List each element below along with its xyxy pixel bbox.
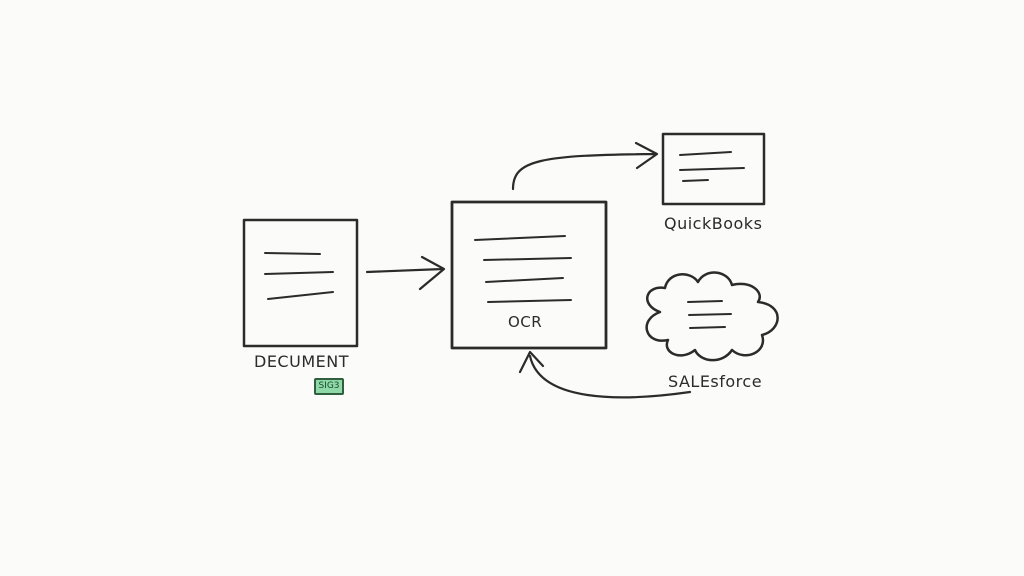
- ocr-label: OCR: [508, 313, 543, 331]
- salesforce-cloud: [645, 271, 779, 362]
- arrow-ocr-to-quickbooks: [511, 141, 659, 191]
- quickbooks-label: QuickBooks: [664, 214, 763, 233]
- ocr-box: [450, 200, 608, 350]
- signature-badge: SIG3: [314, 378, 344, 395]
- document-label: DECUMENT: [254, 352, 349, 371]
- quickbooks-box: [661, 132, 766, 206]
- salesforce-label: SALEsforce: [668, 372, 763, 391]
- document-box: [242, 218, 359, 348]
- arrow-document-to-ocr: [365, 255, 446, 291]
- arrow-salesforce-to-ocr: [518, 350, 692, 399]
